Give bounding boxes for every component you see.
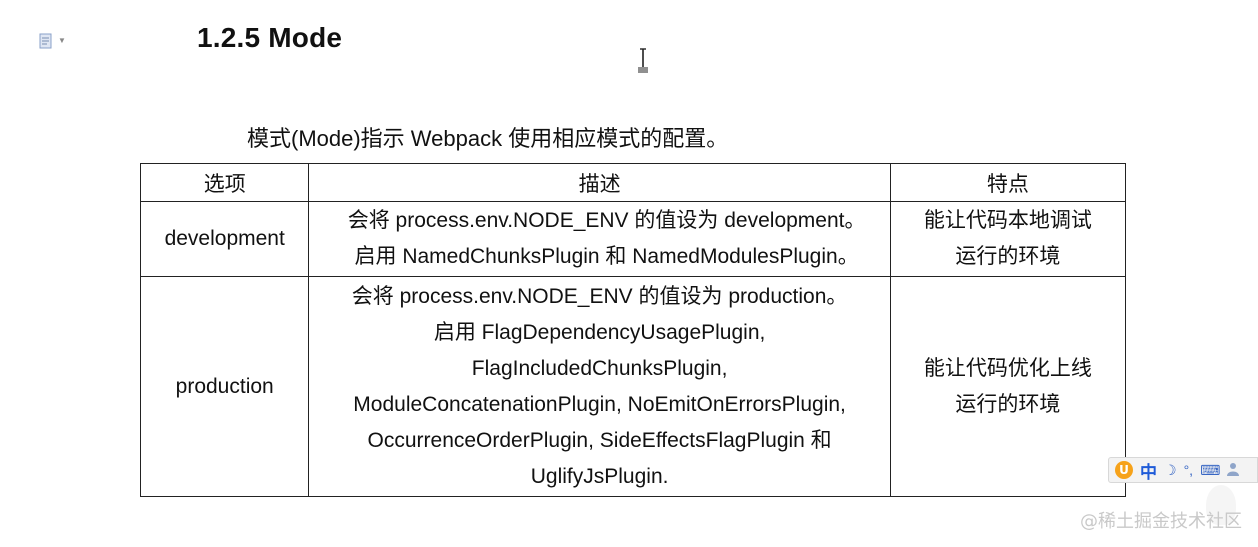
header-option: 选项	[139, 163, 310, 202]
punctuation-icon[interactable]: °,	[1183, 462, 1194, 478]
feature-line: 运行的环境	[955, 392, 1061, 416]
description-line: 会将 process.env.NODE_ENV 的值设为 production。	[351, 284, 848, 308]
description-line: OccurrenceOrderPlugin, SideEffectsFlagPl…	[367, 428, 832, 452]
table-row: development 会将 process.env.NODE_ENV 的值设为…	[139, 201, 1127, 277]
option-cell: production	[139, 276, 310, 497]
description-line: 启用 NamedChunksPlugin 和 NamedModulesPlugi…	[354, 245, 859, 268]
document-icon[interactable]: ▼	[38, 33, 72, 49]
moon-icon[interactable]: ☽	[1164, 461, 1177, 478]
feature-line: 能让代码优化上线	[923, 356, 1092, 380]
document-glyph-icon	[39, 33, 52, 49]
description-cell: 会将 process.env.NODE_ENV 的值设为 production。…	[308, 276, 891, 497]
keyboard-icon[interactable]: ⌨	[1200, 461, 1221, 478]
description-line: FlagIncludedChunksPlugin,	[471, 356, 728, 380]
description-line: 会将 process.env.NODE_ENV 的值设为 development…	[347, 209, 866, 232]
feature-cell: 能让代码优化上线 运行的环境	[889, 276, 1127, 497]
description-line: ModuleConcatenationPlugin, NoEmitOnError…	[353, 392, 846, 416]
mode-table: 选项 描述 特点 development 会将 process.env.NODE…	[139, 163, 1127, 497]
header-feature: 特点	[889, 163, 1127, 202]
description-line: UglifyJsPlugin.	[530, 464, 669, 488]
watermark: @稀土掘金技术社区	[1080, 511, 1242, 532]
watermark-logo-icon	[1206, 485, 1236, 525]
feature-cell: 能让代码本地调试 运行的环境	[889, 201, 1127, 277]
feature-line: 能让代码本地调试	[923, 209, 1092, 232]
description-cell: 会将 process.env.NODE_ENV 的值设为 development…	[308, 201, 891, 277]
table-header-row: 选项 描述 特点	[139, 163, 1127, 202]
feature-line: 运行的环境	[955, 245, 1061, 268]
option-cell: development	[139, 201, 310, 277]
ime-logo-icon[interactable]: U	[1115, 461, 1133, 479]
ime-toolbar[interactable]: U 中 ☽ °, ⌨	[1108, 457, 1258, 483]
chevron-down-icon[interactable]: ▼	[58, 36, 66, 45]
intro-paragraph: 模式(Mode)指示 Webpack 使用相应模式的配置。	[247, 126, 729, 151]
description-line: 启用 FlagDependencyUsagePlugin,	[433, 320, 766, 344]
user-icon[interactable]	[1227, 462, 1240, 479]
table-row: production 会将 process.env.NODE_ENV 的值设为 …	[139, 276, 1127, 497]
text-cursor-icon	[638, 48, 648, 73]
ime-language-toggle[interactable]: 中	[1140, 462, 1157, 482]
section-heading: 1.2.5 Mode	[197, 22, 343, 53]
header-description: 描述	[308, 163, 891, 202]
